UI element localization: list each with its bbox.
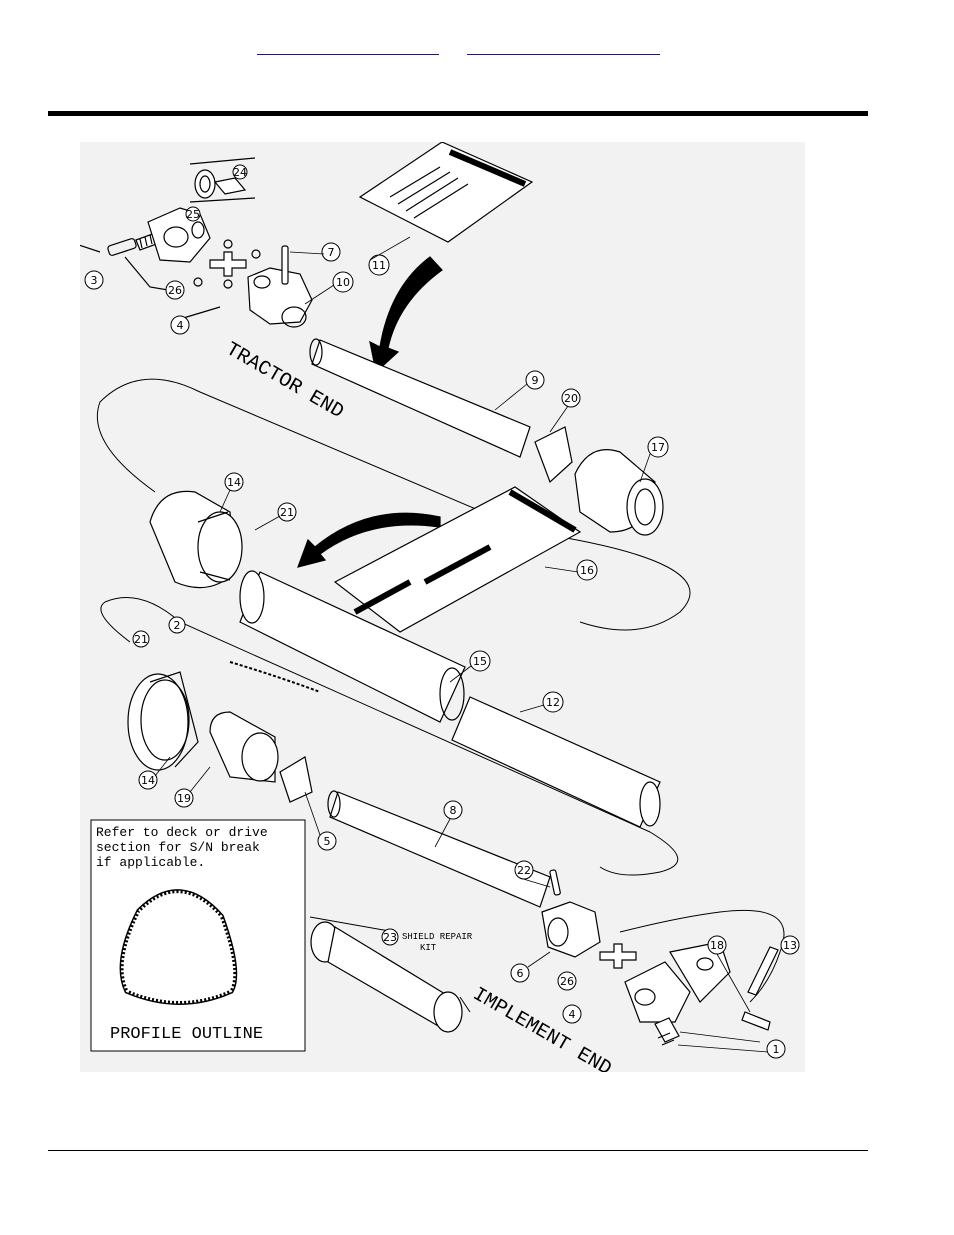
svg-text:3: 3 xyxy=(91,274,98,287)
svg-text:12: 12 xyxy=(546,696,560,709)
callout-6: 6 xyxy=(510,963,530,983)
callout-25: 25 xyxy=(185,206,201,222)
nav-link-2[interactable] xyxy=(467,38,660,55)
svg-text:13: 13 xyxy=(783,939,797,952)
callout-21-lower: 21 xyxy=(132,630,150,648)
svg-text:8: 8 xyxy=(450,804,457,817)
shield-repair-kit-label-2: KIT xyxy=(420,943,437,953)
nav-link-1[interactable] xyxy=(257,38,439,55)
header-rule xyxy=(48,111,868,116)
svg-text:18: 18 xyxy=(710,939,724,952)
callout-14-upper: 14 xyxy=(224,472,244,492)
profile-outline-label: PROFILE OUTLINE xyxy=(110,1025,263,1044)
svg-text:22: 22 xyxy=(517,864,531,877)
outer-tube-12 xyxy=(451,696,661,828)
callout-11: 11 xyxy=(368,254,390,276)
footer-rule xyxy=(48,1150,868,1151)
outer-cone-14-lower xyxy=(127,671,199,771)
callout-19: 19 xyxy=(174,788,194,808)
danger-decal-16 xyxy=(333,486,582,633)
note-line-2: section for S/N break xyxy=(96,840,260,855)
svg-text:4: 4 xyxy=(177,319,184,332)
svg-text:1: 1 xyxy=(773,1043,780,1056)
svg-text:14: 14 xyxy=(141,774,155,787)
callout-7: 7 xyxy=(321,242,341,262)
callout-13: 13 xyxy=(780,935,800,955)
callout-8: 8 xyxy=(443,800,463,820)
svg-text:15: 15 xyxy=(473,655,487,668)
callout-18: 18 xyxy=(707,935,727,955)
shield-repair-kit-label-1: SHIELD REPAIR xyxy=(402,932,473,942)
callout-21-upper: 21 xyxy=(277,502,297,522)
callout-12: 12 xyxy=(542,691,564,713)
callout-23: 23 xyxy=(381,928,399,946)
callout-16: 16 xyxy=(576,559,598,581)
svg-text:7: 7 xyxy=(328,246,335,259)
callout-3: 3 xyxy=(84,270,104,290)
svg-text:19: 19 xyxy=(177,792,191,805)
inner-tube-9 xyxy=(309,338,531,458)
svg-text:21: 21 xyxy=(280,506,294,519)
profile-outline-box: Refer to deck or drive section for S/N b… xyxy=(90,819,306,1052)
callout-17: 17 xyxy=(647,436,669,458)
svg-text:5: 5 xyxy=(324,835,331,848)
svg-text:25: 25 xyxy=(186,208,200,221)
svg-text:2: 2 xyxy=(174,619,181,632)
svg-text:14: 14 xyxy=(227,476,241,489)
callout-5: 5 xyxy=(317,831,337,851)
svg-text:21: 21 xyxy=(134,633,148,646)
callout-1: 1 xyxy=(766,1039,786,1059)
outer-cone-14-upper xyxy=(149,490,243,589)
svg-text:16: 16 xyxy=(580,564,594,577)
implement-yoke-assembly xyxy=(541,901,779,1046)
danger-decal-11: DANGER xyxy=(358,141,534,243)
exploded-parts-diagram: DANGER TRACTOR END xyxy=(69,141,805,1081)
inner-tube-8 xyxy=(327,790,551,908)
svg-text:11: 11 xyxy=(372,259,386,272)
callout-24: 24 xyxy=(232,164,248,180)
bearing-cone-17 xyxy=(574,449,664,536)
implement-end-label: IMPLEMENT END xyxy=(469,983,616,1072)
callout-26: 26 xyxy=(165,280,185,300)
svg-text:10: 10 xyxy=(336,276,350,289)
callout-10: 10 xyxy=(332,271,354,293)
callout-22: 22 xyxy=(514,860,534,880)
callout-26-lower: 26 xyxy=(557,971,577,991)
svg-text:9: 9 xyxy=(532,374,539,387)
callout-14-lower: 14 xyxy=(138,770,158,790)
bearing-cone-19 xyxy=(209,711,279,783)
note-line-3: if applicable. xyxy=(96,855,205,870)
callout-15: 15 xyxy=(469,650,491,672)
svg-text:26: 26 xyxy=(560,975,574,988)
svg-text:26: 26 xyxy=(168,284,182,297)
svg-text:20: 20 xyxy=(564,392,578,405)
tractor-yoke-assembly xyxy=(69,157,313,328)
outer-tube-15 xyxy=(239,570,466,723)
note-line-1: Refer to deck or drive xyxy=(96,825,268,840)
svg-text:23: 23 xyxy=(383,931,397,944)
callout-2: 2 xyxy=(168,616,186,634)
callout-9: 9 xyxy=(525,370,545,390)
svg-text:6: 6 xyxy=(517,967,524,980)
svg-text:17: 17 xyxy=(651,441,665,454)
svg-text:24: 24 xyxy=(233,166,247,179)
callout-4-lower: 4 xyxy=(562,1004,582,1024)
shield-repair-kit-23: SHIELD REPAIR KIT xyxy=(309,916,473,1033)
svg-text:4: 4 xyxy=(569,1008,576,1021)
callout-20: 20 xyxy=(561,388,581,408)
callout-4: 4 xyxy=(170,315,190,335)
